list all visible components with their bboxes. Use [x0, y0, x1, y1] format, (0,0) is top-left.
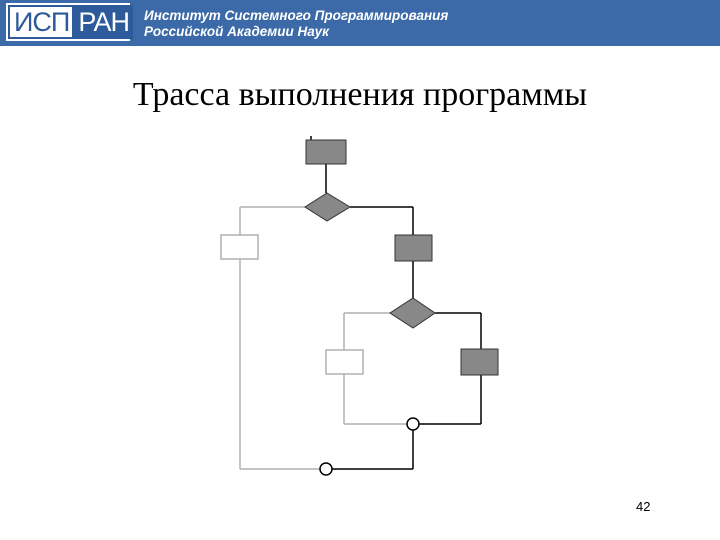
merge-point-1 [406, 417, 420, 431]
executed-block-2 [394, 234, 433, 262]
institute-line-2: Российской Академии Наук [144, 24, 329, 39]
logo-isp-text: ИСП [8, 5, 75, 39]
executed-decision-2 [389, 297, 436, 329]
slide-title: Трасса выполнения программы [132, 76, 588, 113]
logo-ran-text: РАН [74, 5, 134, 39]
executed-block-1 [305, 139, 347, 165]
unexecuted-block-left [220, 234, 259, 260]
header-bar: ИСП РАН Институт Системного Программиров… [0, 0, 720, 46]
trace-paths [310, 136, 482, 470]
ispran-logo: ИСП РАН [6, 3, 134, 41]
unexecuted-block-inner [325, 349, 364, 375]
institute-line-1: Институт Системного Программирования [144, 8, 449, 23]
unexecuted-paths [239, 206, 407, 470]
executed-block-3 [460, 348, 499, 376]
executed-decision-1 [304, 192, 351, 222]
merge-point-2 [319, 462, 333, 476]
page-number: 42 [636, 499, 651, 514]
institute-name: Институт Системного Программирования Рос… [144, 8, 448, 40]
